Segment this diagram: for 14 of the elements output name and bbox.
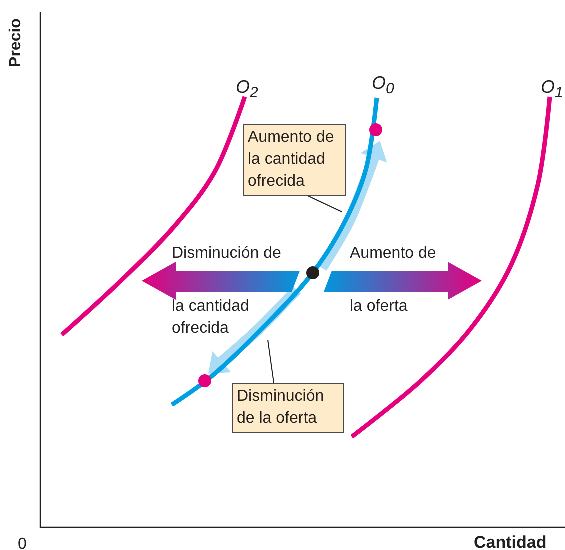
leader-line <box>308 196 342 212</box>
arrow-label: la oferta <box>350 297 408 317</box>
axis-origin: 0 <box>18 535 27 550</box>
leader-line <box>268 340 274 384</box>
arrow-label: Disminución de <box>172 244 282 264</box>
arrow-label: la cantidad ofrecida <box>172 297 250 339</box>
curve-label: O$_{1}$ <box>541 76 564 104</box>
curve-label: O$_{2}$ <box>236 76 258 104</box>
axis-title: Precio <box>6 18 26 68</box>
axis-title: Cantidad <box>474 532 547 550</box>
curve-label: O$_{0}$ <box>372 72 394 100</box>
callout-box: Disminución de la oferta <box>232 383 344 433</box>
arrow-label: Aumento de <box>350 244 436 264</box>
callout-box: Aumento de la cantidad ofrecida <box>243 124 346 196</box>
